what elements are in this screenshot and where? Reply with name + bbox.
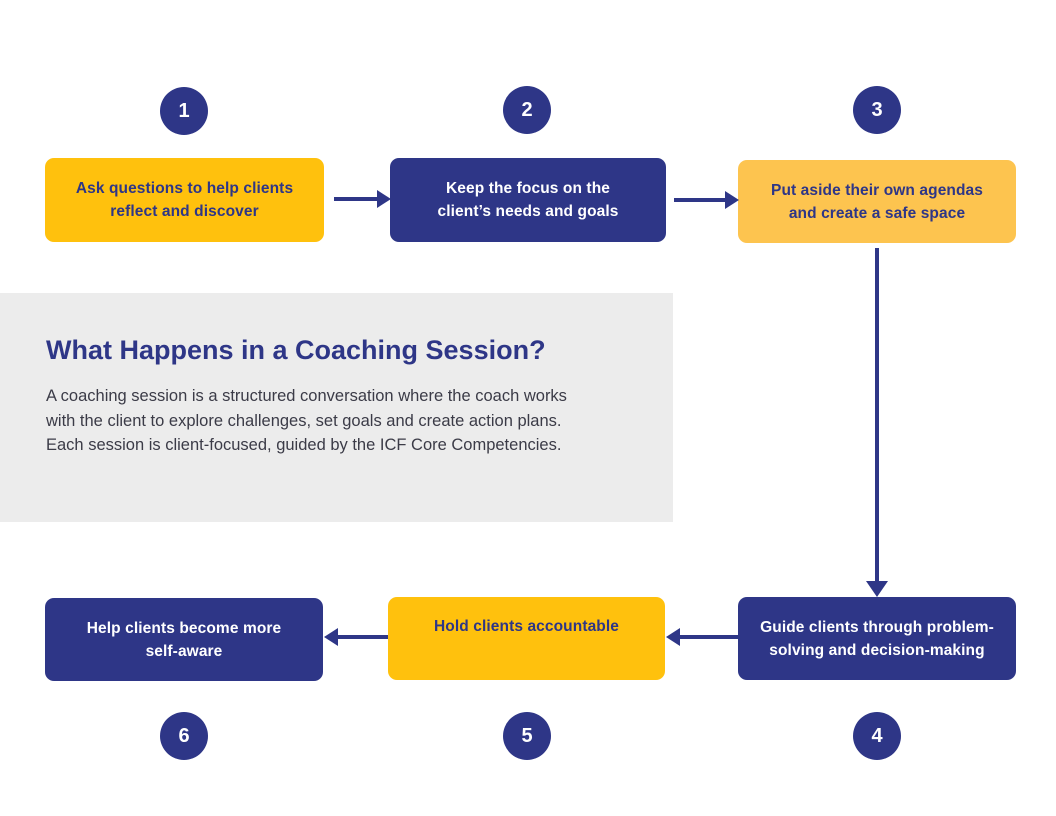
arrow-4-to-5-shaft xyxy=(679,635,738,639)
step-label-line: Ask questions to help clients xyxy=(75,180,294,197)
step-number-badge-3: 3 xyxy=(853,86,901,134)
step-box-5: Hold clients accountable xyxy=(388,597,665,680)
step-label-line: client’s needs and goals xyxy=(437,203,619,220)
step-number: 6 xyxy=(178,724,190,747)
page-title: What Happens in a Coaching Session? xyxy=(46,335,546,365)
step-label: Put aside their own agendas and create a… xyxy=(771,179,983,225)
step-label-line: Keep the focus on the xyxy=(445,180,610,197)
step-label-line: self-aware xyxy=(145,642,223,660)
arrow-3-to-4-shaft xyxy=(875,248,879,582)
step-number-badge-1: 1 xyxy=(160,87,208,135)
info-panel: What Happens in a Coaching Session? A co… xyxy=(0,293,673,522)
arrow-3-to-4-head-icon xyxy=(866,581,888,597)
step-number-badge-2: 2 xyxy=(503,86,551,134)
arrow-1-to-2-head-icon xyxy=(377,190,391,208)
step-label: Hold clients accountable xyxy=(434,615,619,638)
step-box-3: Put aside their own agendas and create a… xyxy=(738,160,1016,243)
step-label-line: and create a safe space xyxy=(788,204,966,222)
step-number: 2 xyxy=(521,98,533,121)
step-label: Ask questions to help clients reflect an… xyxy=(76,177,293,223)
step-number-badge-6: 6 xyxy=(160,712,208,760)
info-paragraph: A coaching session is a structured conve… xyxy=(46,387,567,454)
step-label-line: Help clients become more xyxy=(86,619,282,637)
step-box-2: Keep the focus on the client’s needs and… xyxy=(390,158,666,242)
arrow-1-to-2-shaft xyxy=(334,197,378,201)
step-number: 3 xyxy=(871,98,883,121)
step-label: Keep the focus on the client’s needs and… xyxy=(438,177,619,223)
step-label-line: Put aside their own agendas xyxy=(771,181,983,199)
step-number-badge-5: 5 xyxy=(503,712,551,760)
step-label: Help clients become more self-aware xyxy=(87,617,282,663)
step-label-line: solving and decision-making xyxy=(769,641,985,659)
arrow-2-to-3-shaft xyxy=(674,198,726,202)
arrow-5-to-6-shaft xyxy=(337,635,388,639)
step-number: 1 xyxy=(178,99,190,122)
arrow-2-to-3-head-icon xyxy=(725,191,739,209)
arrow-5-to-6-head-icon xyxy=(324,628,338,646)
step-label-line: reflect and discover xyxy=(110,203,259,220)
step-label-line: Guide clients through problem- xyxy=(760,618,994,636)
step-box-4: Guide clients through problem- solving a… xyxy=(738,597,1016,680)
step-number: 4 xyxy=(871,724,883,747)
step-box-1: Ask questions to help clients reflect an… xyxy=(45,158,324,242)
step-label: Guide clients through problem- solving a… xyxy=(760,616,994,662)
step-label-line: Hold clients accountable xyxy=(434,618,619,635)
arrow-4-to-5-head-icon xyxy=(666,628,680,646)
step-number: 5 xyxy=(521,724,533,747)
step-box-6: Help clients become more self-aware xyxy=(45,598,323,681)
step-number-badge-4: 4 xyxy=(853,712,901,760)
